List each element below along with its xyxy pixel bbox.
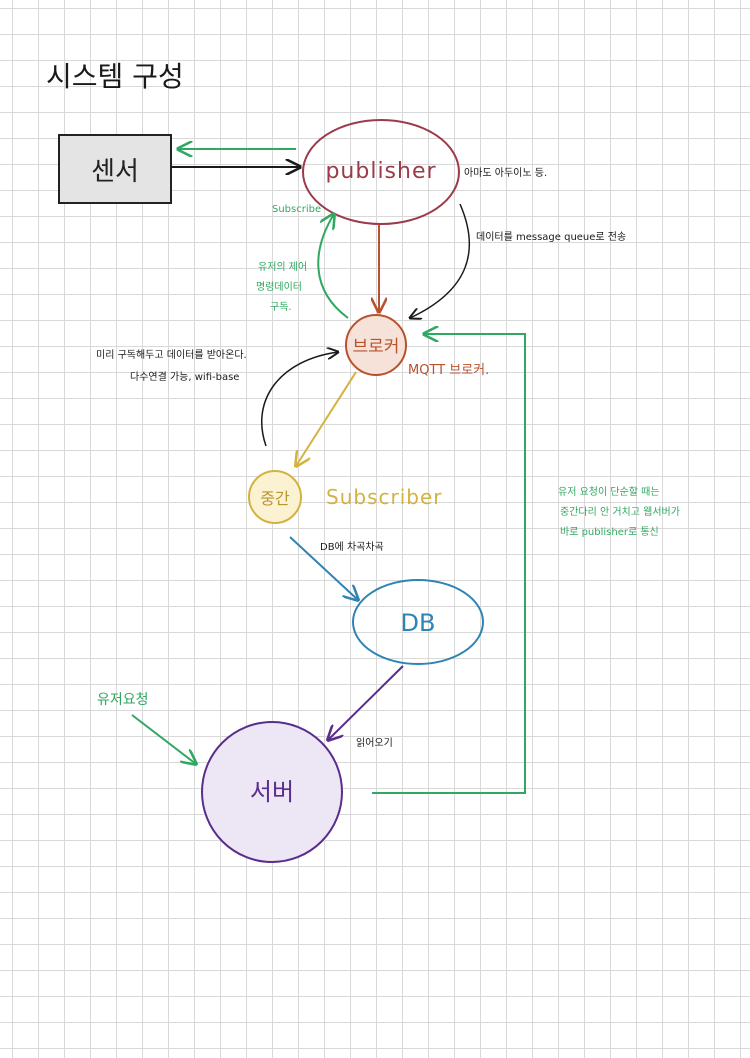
server-circle	[201, 721, 343, 863]
middle-note: Subscriber	[326, 485, 442, 509]
db-ellipse	[352, 579, 484, 665]
queue-note: 데이터를 message queue로 전송	[476, 231, 626, 243]
sensor-label: 센서	[91, 157, 139, 187]
broker-circle	[345, 314, 407, 376]
middle-label: 중간	[260, 489, 290, 508]
subscribe-curve-arrow	[317, 214, 349, 319]
middle-node: 중간	[248, 470, 302, 524]
user-request-label: 유저요청	[97, 692, 149, 708]
direct-note-line-1: 유저 요청이 단순할 때는	[558, 486, 660, 498]
broker-label: 브로커	[353, 337, 400, 357]
server-label: 서버	[250, 778, 294, 806]
sensor-box	[58, 134, 172, 204]
sensor-node: 센서	[58, 134, 172, 204]
fetch-curve-arrow	[261, 352, 338, 447]
broker-to-middle-arrow	[296, 371, 357, 466]
fetch-note-line-2: 다수연결 가능, wifi-base	[130, 371, 239, 383]
fetch-note-line-1: 미리 구독해두고 데이터를 받아온다.	[96, 348, 247, 361]
broker-note: MQTT 브로커.	[408, 363, 489, 378]
broker-node: 브로커	[345, 314, 407, 376]
publisher-label: publisher	[325, 159, 436, 184]
db-store-note: DB에 차곡차곡	[320, 541, 384, 553]
direct-note-line-2: 중간다리 안 거치고 웹서버가	[560, 506, 680, 518]
middle-to-db-arrow	[289, 536, 358, 600]
direct-note-line-3: 바로 publisher로 통신	[560, 526, 659, 538]
user-request-arrow	[131, 714, 196, 764]
middle-circle	[248, 470, 302, 524]
control-note-line-3: 구독.	[270, 301, 292, 313]
publisher-note: 아마도 아두이노 등.	[464, 167, 547, 179]
server-to-broker-arrow	[372, 334, 526, 794]
server-node: 서버	[201, 721, 343, 863]
subscribe-label: Subscribe	[272, 204, 321, 215]
db-node: DB	[352, 579, 484, 665]
control-note-line-2: 명령데이터	[256, 281, 302, 293]
publisher-node: publisher	[302, 119, 460, 225]
page-title: 시스템 구성	[46, 60, 184, 93]
db-label: DB	[401, 609, 436, 637]
queue-curve-arrow	[410, 203, 471, 318]
publisher-ellipse	[302, 119, 460, 225]
control-note-line-1: 유저의 제어	[258, 261, 307, 273]
db-to-server-arrow	[328, 665, 404, 740]
read-note: 읽어오기	[356, 736, 393, 749]
